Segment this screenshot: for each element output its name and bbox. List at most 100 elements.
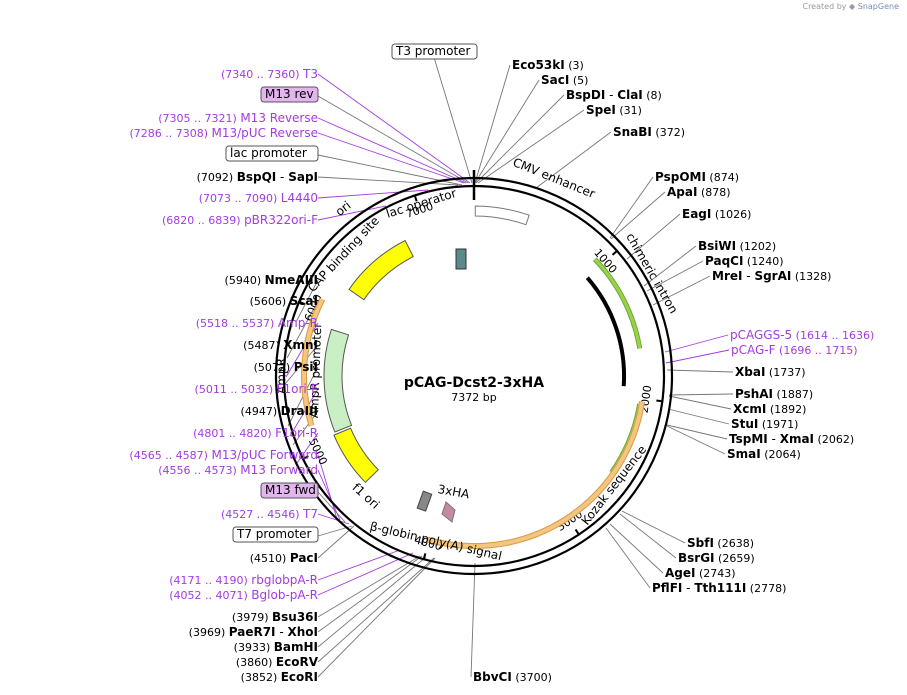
site-label-paqci: PaqCI (1240) [705, 254, 784, 268]
leader-line [295, 279, 319, 323]
feature-cmv-enhancer [474, 205, 530, 226]
site-label-bsiwi: BsiWI (1202) [698, 239, 776, 253]
site-label-pcaggs-5: pCAGGS-5 (1614 .. 1636) [730, 328, 874, 342]
leader-line [317, 555, 423, 633]
label-text: (7340 .. 7360) T3 [221, 67, 318, 81]
leader-line [610, 191, 666, 240]
leader-line [477, 109, 585, 184]
label-text: (7092) BspQI - SapI [197, 170, 318, 184]
site-label-paci: (4510) PacI [250, 551, 318, 565]
leader-line [474, 79, 540, 184]
leader-line [609, 176, 654, 239]
label-text: (4565 .. 4587) M13/pUC Forward [129, 448, 318, 462]
site-label-xcmi: XcmI (1892) [733, 402, 806, 416]
label-text: (4527 .. 4546) T7 [221, 507, 318, 521]
leader-line [317, 491, 346, 523]
plasmid-name: pCAG-Dcst2-3xHA [404, 375, 544, 391]
site-label-ecori: (3852) EcoRI [241, 670, 318, 684]
label-text: (7073 .. 7090) L4440 [199, 191, 318, 205]
leader-line [292, 410, 319, 446]
leader-line [609, 523, 664, 574]
leader-line [317, 117, 467, 184]
site-label-f1ori-f: (5011 .. 5032) F1ori-F [195, 382, 319, 396]
site-label-bsu36i: (3979) Bsu36I [232, 610, 318, 624]
inner-feature-label: 3xHA [437, 482, 472, 501]
site-label-pspomi: PspOMI (874) [655, 170, 739, 184]
tick-mark [413, 194, 418, 202]
site-label-eco53ki: Eco53kI (3) [512, 58, 584, 72]
site-label-bspqi: (7092) BspQI - SapI [197, 170, 318, 184]
label-box [391, 43, 478, 60]
leader-line [668, 393, 734, 396]
site-label-xmni: (5487) XmnI [243, 338, 318, 352]
leader-line [286, 300, 319, 359]
site-label-xbai: XbaI (1737) [735, 365, 805, 379]
site-label-apai: ApaI (878) [667, 185, 731, 199]
site-label-t7: (4527 .. 4546) T7 [221, 507, 318, 521]
site-label-psii: (5072) PsiI [254, 360, 318, 374]
feature-chimeric-intron [585, 276, 627, 387]
label-box [232, 526, 319, 543]
site-label-pbr322ori-f: (6820 .. 6839) pBR322ori-F [162, 213, 318, 227]
feature-ori [348, 239, 414, 301]
site-label-lac-promoter: lac promoter [225, 145, 319, 162]
label-text: (5518 .. 5537) Amp-R [196, 316, 318, 330]
site-label-m13-reverse: (7305 .. 7321) M13 Reverse [158, 111, 318, 125]
feature-green-arc-fill [593, 258, 642, 349]
leader-line [475, 94, 565, 184]
leader-line [434, 58, 473, 184]
site-label-l4440: (7073 .. 7090) L4440 [199, 191, 318, 205]
leader-line [652, 275, 711, 306]
site-label-bamhi: (3933) BamHI [234, 640, 318, 654]
label-text: M13 rev [265, 87, 314, 101]
leader-line [667, 408, 730, 425]
feature-orange-arc-fill [427, 401, 645, 549]
leader-line [296, 432, 319, 464]
site-label-f1ori-r: (4801 .. 4820) F1ori-R [193, 426, 318, 440]
label-text: (7305 .. 7321) M13 Reverse [158, 111, 318, 125]
site-label-nmeaiii: (5940) NmeAIII [225, 273, 318, 287]
tick-mark [297, 300, 306, 306]
leader-line [470, 562, 476, 678]
site-label-pshai: PshAI (1887) [735, 387, 813, 401]
leader-line [317, 205, 387, 221]
leader-line [317, 557, 435, 663]
site-label-m13-puc-reverse: (7286 .. 7308) M13/pUC Reverse [129, 126, 318, 140]
site-label-smai: SmaI (2064) [727, 447, 801, 461]
feature-orange-arc-fill [302, 298, 325, 427]
inner-feature-label: ori [333, 198, 354, 219]
tick-mark [656, 399, 664, 403]
site-label-saci: SacI (5) [541, 73, 588, 87]
tick-mark [574, 528, 581, 536]
leader-line [666, 425, 726, 455]
label-text: M13 fwd [265, 483, 316, 497]
site-label-bbvci: BbvCI (3700) [473, 670, 552, 684]
label-text: (5606) ScaI [250, 294, 318, 308]
site-label-ecorv: (3860) EcoRV [236, 655, 319, 669]
leader-line [646, 260, 704, 292]
label-text: (4510) PacI [250, 551, 318, 565]
leader-line [626, 213, 681, 260]
leader-line [317, 549, 401, 581]
tick-mark [422, 553, 427, 561]
leader-line [317, 469, 341, 521]
site-label-spei: SpeI (31) [586, 103, 642, 117]
label-box [225, 145, 319, 162]
site-label-t7-promoter: T7 promoter [232, 526, 319, 543]
label-text: (3969) PaeR7I - XhoI [189, 625, 318, 639]
site-label-agei: AgeI (2743) [665, 566, 736, 580]
site-label-paer7i: (3969) PaeR7I - XhoI [189, 625, 318, 639]
site-label-rbglobpa-r: (4171 .. 4190) rbglobpA-R [169, 573, 318, 587]
leader-line [535, 131, 612, 189]
tick-mark [611, 249, 619, 256]
leader-line [666, 424, 728, 440]
site-label-tspmi: TspMI - XmaI (2062) [729, 432, 854, 446]
site-label-snabi: SnaBI (372) [613, 125, 685, 139]
leader-line [289, 388, 319, 437]
label-box [260, 86, 319, 103]
label-box [260, 482, 319, 499]
inner-feature-label: β-globin poly(A) signal [369, 519, 504, 563]
label-text: (3979) Bsu36I [232, 610, 318, 624]
site-label-mrei: MreI - SgrAI (1328) [712, 269, 831, 283]
